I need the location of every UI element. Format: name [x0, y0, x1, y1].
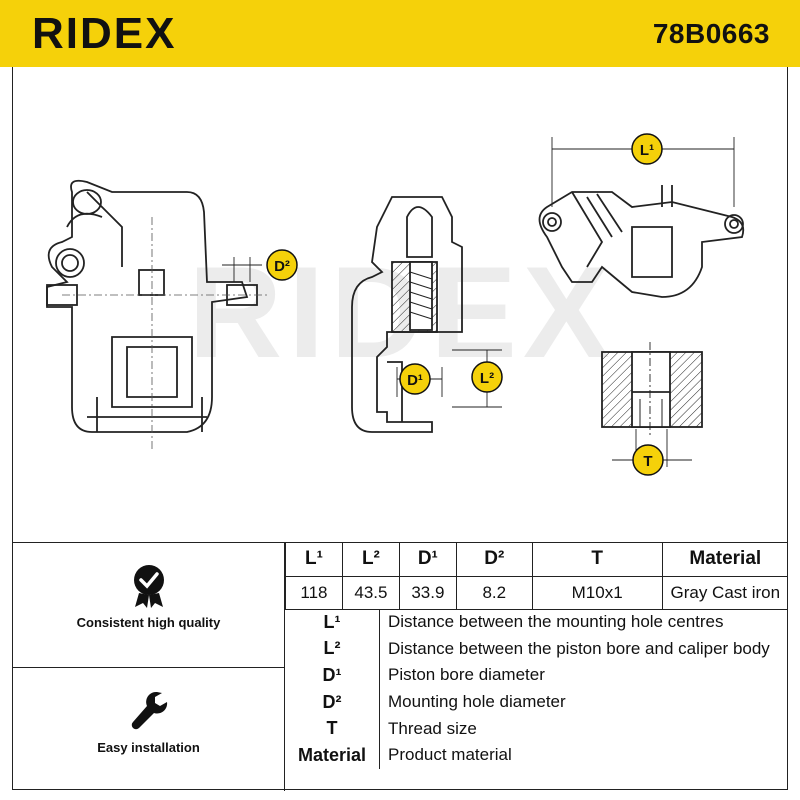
legend: L¹ Distance between the mounting hole ce…: [285, 609, 788, 769]
spec-value-t: M10x1: [531, 575, 663, 610]
legend-desc: Thread size: [388, 718, 477, 738]
caliper-section-view: [351, 196, 463, 433]
technical-drawing: RIDEX D²: [46, 133, 745, 476]
legend-row: T Thread size: [285, 715, 788, 742]
brand-logo: RIDEX: [32, 8, 177, 58]
spec-value-material: Gray Cast iron: [661, 575, 788, 610]
svg-text:L¹: L¹: [640, 142, 654, 159]
spec-header-d1: D¹: [398, 543, 457, 577]
checkmark-badge-icon: [133, 565, 164, 608]
caliper-side-view: [538, 185, 745, 298]
callout-l1: L¹: [631, 133, 663, 165]
spec-value-l1: 118: [285, 575, 343, 610]
header-bar: RIDEX 78B0663: [0, 0, 800, 67]
legend-row: L¹ Distance between the mounting hole ce…: [285, 609, 788, 636]
wrench-icon: [131, 691, 167, 730]
spec-header-l2: L²: [341, 543, 400, 577]
feature-quality: Consistent high quality: [12, 563, 285, 667]
svg-text:D²: D²: [274, 258, 290, 275]
callout-d1: D¹: [399, 363, 431, 395]
spec-table: L¹ L² D¹ D² T Material 118 43.5 33.9 8.2…: [285, 543, 788, 610]
spec-value-row: 118 43.5 33.9 8.2 M10x1 Gray Cast iron: [285, 575, 788, 610]
spec-header-d2: D²: [455, 543, 533, 577]
callout-t: T: [632, 444, 664, 476]
thread-detail-view: [601, 351, 703, 428]
legend-desc: Piston bore diameter: [388, 665, 545, 685]
content-frame: [12, 67, 788, 790]
legend-row: D² Mounting hole diameter: [285, 688, 788, 716]
legend-row: D¹ Piston bore diameter: [285, 662, 788, 689]
legend-key: D²: [285, 688, 380, 716]
spec-header-l1: L¹: [285, 543, 343, 577]
svg-text:D¹: D¹: [407, 372, 423, 389]
legend-desc: Distance between the mounting hole centr…: [388, 612, 724, 632]
spec-header-material: Material: [661, 543, 788, 577]
svg-text:T: T: [643, 453, 652, 470]
svg-text:L²: L²: [480, 370, 494, 387]
legend-desc: Mounting hole diameter: [388, 692, 566, 712]
legend-key: T: [285, 715, 380, 742]
spec-area: Consistent high quality Easy installatio…: [12, 542, 788, 791]
legend-desc: Product material: [388, 745, 512, 765]
callout-l2: L²: [471, 361, 503, 393]
legend-row: Material Product material: [285, 741, 788, 769]
spec-header-row: L¹ L² D¹ D² T Material: [285, 543, 788, 577]
legend-key: Material: [285, 741, 380, 769]
legend-desc: Distance between the piston bore and cal…: [388, 638, 770, 658]
spec-value-l2: 43.5: [341, 575, 400, 610]
feature-label: Easy installation: [97, 740, 200, 755]
spec-value-d1: 33.9: [398, 575, 457, 610]
feature-installation: Easy installation: [12, 667, 285, 789]
feature-label: Consistent high quality: [76, 615, 221, 630]
features-panel: Consistent high quality Easy installatio…: [12, 543, 285, 791]
part-number: 78B0663: [652, 17, 770, 49]
spec-header-t: T: [531, 543, 663, 577]
legend-row: L² Distance between the piston bore and …: [285, 635, 788, 663]
legend-key: L²: [285, 635, 380, 663]
caliper-front-view: [46, 179, 258, 433]
spec-value-d2: 8.2: [455, 575, 533, 610]
legend-key: D¹: [285, 662, 380, 689]
callout-d2: D²: [266, 249, 298, 281]
legend-key: L¹: [285, 609, 380, 636]
